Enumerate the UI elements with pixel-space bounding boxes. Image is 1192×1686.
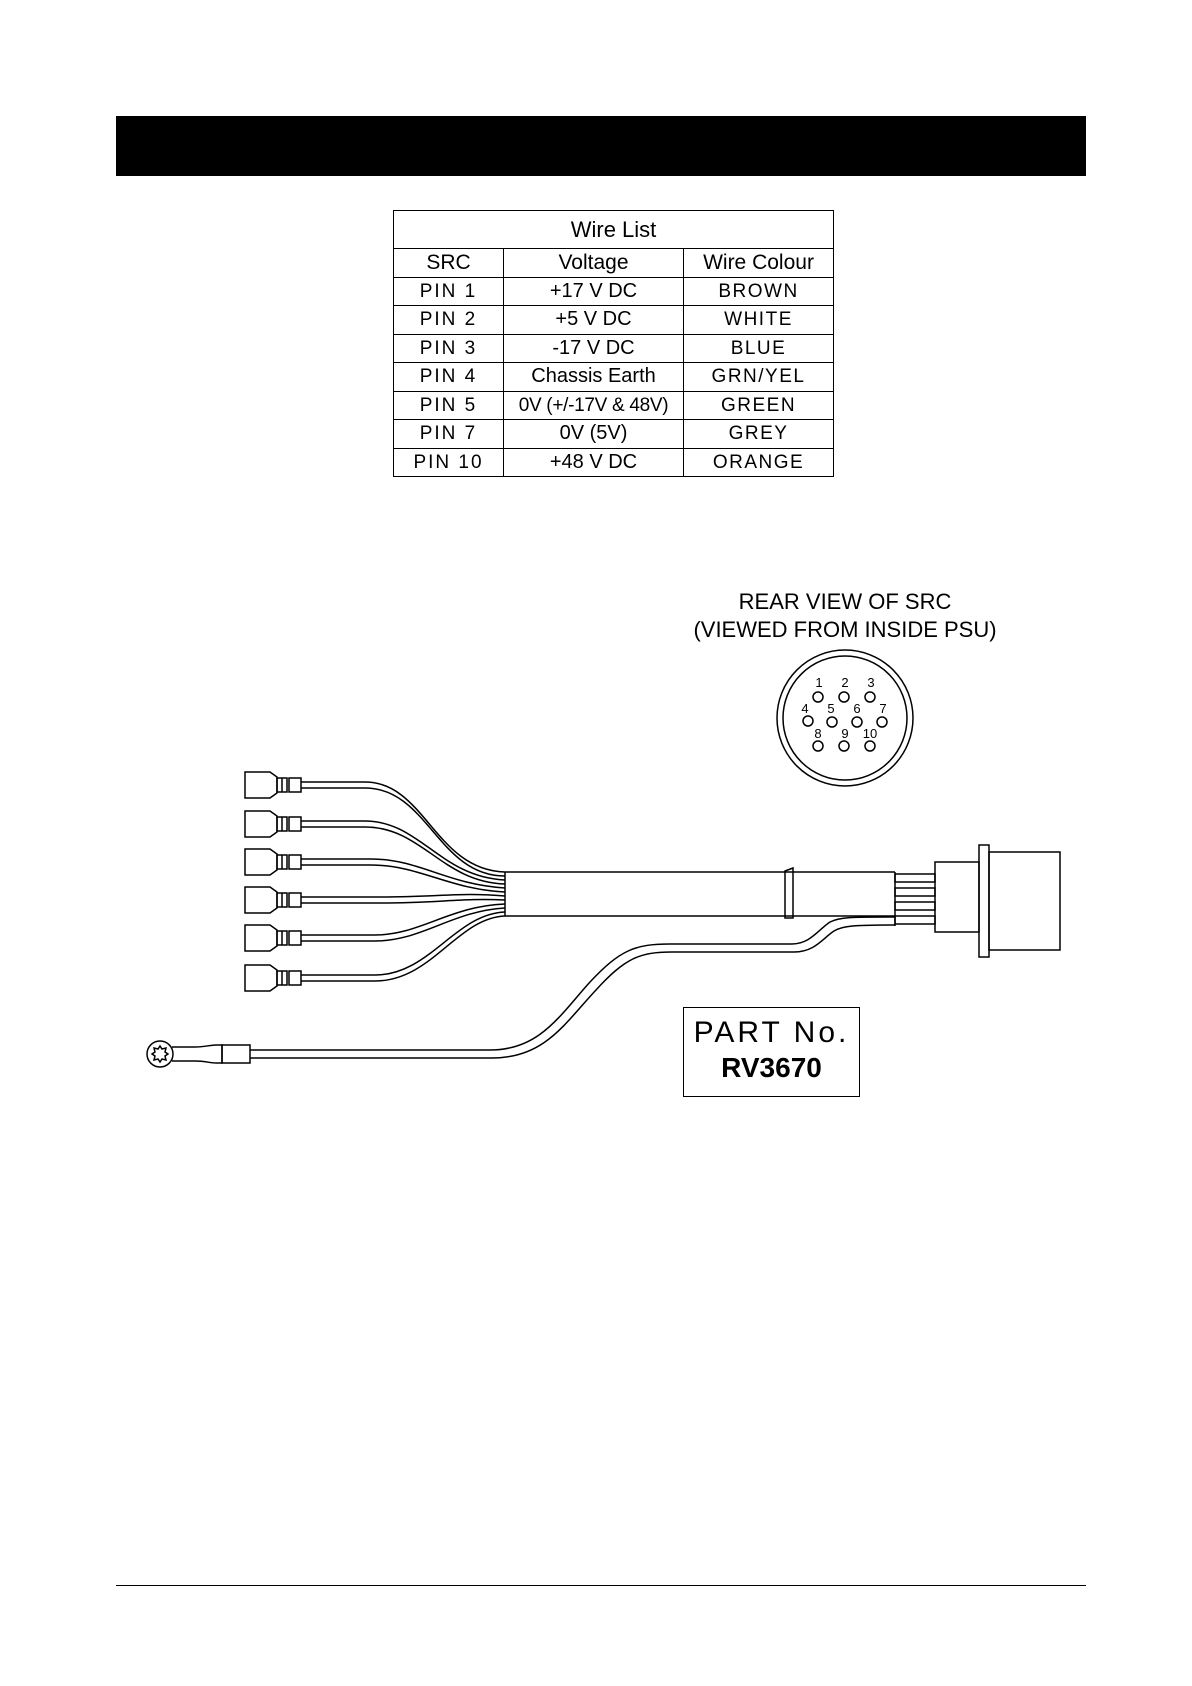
- connector-pin: [865, 692, 875, 702]
- pin-number-label: 2: [841, 675, 848, 690]
- connector-rear-view: [777, 650, 913, 786]
- spade-terminal: [245, 965, 301, 991]
- connector-pin: [813, 692, 823, 702]
- pin-number-label: 3: [867, 675, 874, 690]
- part-number-box: PART No. RV3670: [683, 1007, 860, 1097]
- part-number-value: RV3670: [684, 1050, 859, 1086]
- pin-number-label: 10: [863, 726, 877, 741]
- wire-leads: [301, 782, 505, 981]
- connector-pin: [877, 717, 887, 727]
- connector-lead: [895, 874, 935, 882]
- connector-pin: [813, 741, 823, 751]
- pin-number-label: 8: [814, 726, 821, 741]
- connector-pin: [827, 717, 837, 727]
- connector-lead: [895, 902, 935, 910]
- spade-terminal: [245, 925, 301, 951]
- connector-pin: [839, 741, 849, 751]
- spade-terminal: [245, 811, 301, 837]
- connector-lead: [895, 916, 935, 924]
- connector-lead: [895, 888, 935, 896]
- connector-pin: [852, 717, 862, 727]
- spade-terminal: [245, 887, 301, 913]
- footer-rule: [116, 1585, 1086, 1586]
- part-number-label: PART No.: [684, 1016, 859, 1050]
- connector-side-view: [935, 845, 1060, 957]
- pin-number-label: 7: [879, 701, 886, 716]
- connector-pin: [803, 716, 813, 726]
- spade-terminal: [245, 772, 301, 798]
- connector-pin: [865, 741, 875, 751]
- connector-pin: [839, 692, 849, 702]
- pin-number-label: 1: [815, 675, 822, 690]
- pin-number-label: 4: [801, 701, 808, 716]
- cable-tie: [785, 868, 793, 918]
- pin-number-label: 9: [841, 726, 848, 741]
- ring-terminal: [147, 1041, 250, 1067]
- pin-number-label: 6: [853, 701, 860, 716]
- pin-number-label: 5: [827, 701, 834, 716]
- connector-outer-ring: [777, 650, 913, 786]
- spade-terminal: [245, 849, 301, 875]
